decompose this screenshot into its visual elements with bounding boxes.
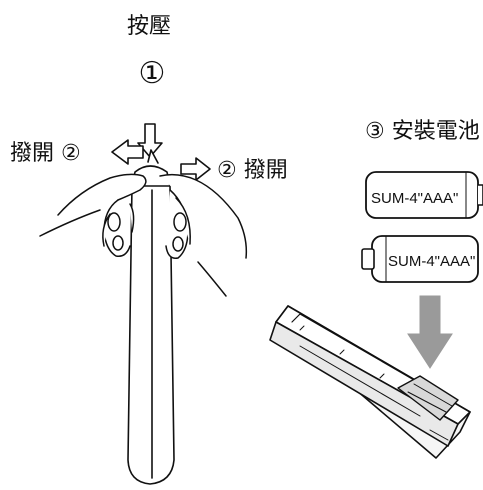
right-arrow-icon	[180, 157, 211, 181]
battery-1-label: SUM-4"AAA"	[371, 190, 458, 207]
pry-open-right-label: ② 撥開	[217, 158, 288, 183]
insert-down-arrow-icon	[407, 295, 453, 369]
remote-back-compartment	[269, 305, 471, 459]
press-label: 按壓	[127, 14, 171, 39]
battery-2: SUM-4"AAA"	[361, 235, 479, 283]
left-hand	[39, 173, 147, 258]
pry-open-left-label: 撥開 ②	[10, 141, 81, 166]
left-arrow-icon	[111, 139, 144, 165]
battery-2-label: SUM-4"AAA"	[388, 253, 475, 270]
remote-upright	[127, 149, 175, 485]
press-down-arrow-icon	[137, 123, 163, 158]
install-batteries-label: ③ 安裝電池	[365, 119, 480, 144]
battery-1: SUM-4"AAA"	[365, 171, 483, 219]
step-1-label: ①	[139, 56, 166, 91]
right-hand	[159, 173, 248, 297]
